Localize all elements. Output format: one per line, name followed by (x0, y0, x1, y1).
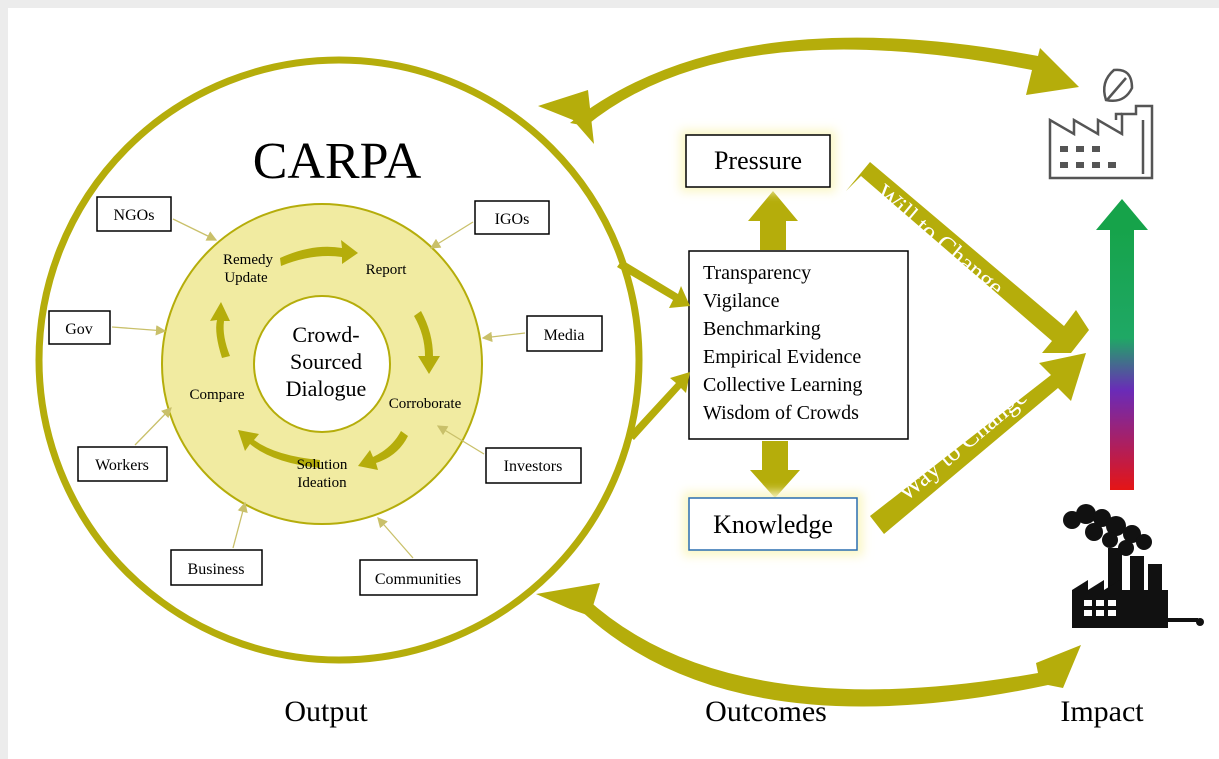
outcome-item: Vigilance (703, 290, 780, 312)
svg-text:Business: Business (188, 561, 245, 578)
svg-text:NGOs: NGOs (114, 207, 155, 224)
cycle-compare: Compare (190, 387, 245, 403)
stakeholder-media: Media (526, 315, 603, 352)
carpa-to-outcomes-arrows (617, 260, 690, 440)
cycle-report: Report (366, 262, 408, 278)
stakeholder-business: Business (170, 549, 263, 586)
impact-gradient-arrow (1096, 199, 1148, 490)
outcome-item: Collective Learning (703, 374, 862, 396)
center-line-3: Dialogue (286, 376, 367, 401)
green-factory-icon (1048, 68, 1154, 180)
svg-text:Knowledge: Knowledge (713, 510, 833, 539)
stakeholder-workers: Workers (77, 446, 168, 482)
svg-text:Gov: Gov (65, 321, 93, 338)
center-line-2: Sourced (290, 349, 362, 374)
stakeholder-communities: Communities (359, 559, 478, 596)
svg-text:Workers: Workers (95, 457, 149, 474)
center-line-1: Crowd- (292, 322, 359, 347)
stakeholder-investors: Investors (485, 447, 582, 484)
footer-output: Output (284, 695, 368, 728)
cycle-solution-line-1: Solution (297, 457, 348, 473)
svg-text:Communities: Communities (375, 571, 461, 588)
outcome-item: Benchmarking (703, 318, 821, 340)
footer-impact: Impact (1060, 695, 1144, 728)
cycle-remedy-line-1: Remedy (223, 252, 273, 268)
stakeholder-gov: Gov (48, 310, 111, 345)
svg-text:IGOs: IGOs (495, 211, 530, 228)
outcomes-box: Transparency Vigilance Benchmarking Empi… (688, 250, 909, 440)
polluting-factory-icon (1063, 504, 1204, 628)
outcome-item: Transparency (703, 262, 811, 284)
up-to-pressure-arrow (748, 191, 798, 250)
stakeholder-connectors (111, 218, 526, 559)
cycle-remedy-line-2: Update (224, 270, 268, 286)
svg-text:Way to Change: Way to Change (891, 382, 1032, 507)
cycle-solution-line-2: Ideation (297, 475, 347, 491)
footer-outcomes: Outcomes (705, 695, 827, 728)
cycle-corroborate: Corroborate (389, 396, 462, 412)
outcome-item: Empirical Evidence (703, 346, 861, 368)
diagram-svg: CARPA Crowd- Sourced Dialogue Remedy Upd… (35, 37, 1204, 728)
top-curve-arrow (538, 37, 1079, 144)
svg-text:Investors: Investors (504, 458, 563, 475)
bottom-curve-arrow (536, 583, 1081, 707)
down-to-knowledge-arrow (750, 441, 800, 498)
svg-text:Media: Media (544, 327, 585, 344)
pressure-box: Pressure (685, 134, 831, 188)
stakeholder-igos: IGOs (474, 200, 550, 235)
cycle-arrows (210, 240, 440, 470)
diagram-canvas: CARPA Crowd- Sourced Dialogue Remedy Upd… (8, 8, 1219, 759)
knowledge-box: Knowledge (688, 497, 858, 551)
svg-text:Pressure: Pressure (714, 146, 802, 175)
stakeholder-ngos: NGOs (96, 196, 172, 232)
carpa-title: CARPA (253, 133, 422, 190)
center-circle (253, 295, 391, 433)
outcome-item: Wisdom of Crowds (703, 402, 859, 424)
